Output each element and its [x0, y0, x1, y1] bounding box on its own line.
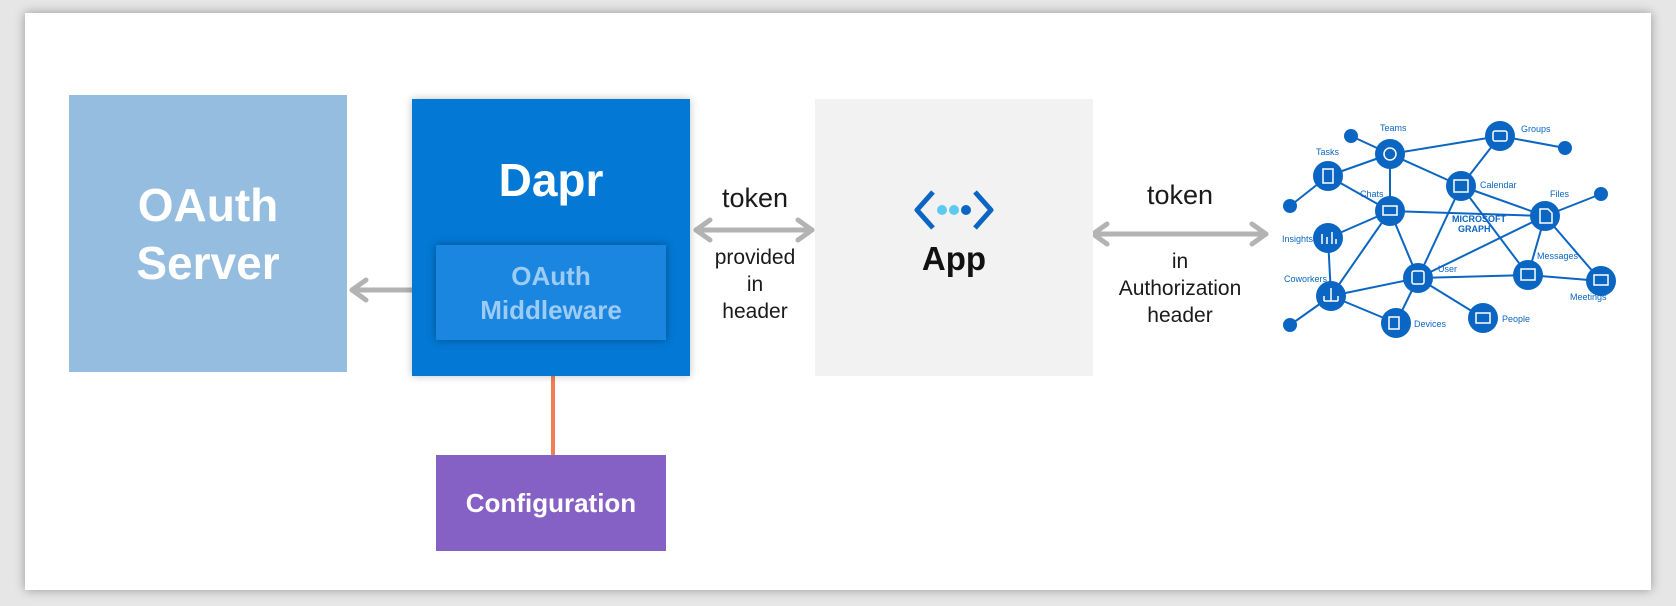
edge-note-line: header: [1147, 304, 1213, 327]
graph-node-people: People: [1502, 314, 1530, 324]
dapr-title: Dapr: [498, 154, 604, 206]
edge-note-line: header: [722, 300, 788, 323]
arrow-dapr-app: [693, 217, 815, 243]
arrow-app-graph: [1090, 221, 1269, 247]
edge-note-app-graph: in Authorization header: [1100, 248, 1260, 329]
graph-node-devices: Devices: [1414, 319, 1447, 329]
graph-node-insights: Insights: [1282, 234, 1314, 244]
oauth-server-box: OAuth Server: [69, 95, 347, 372]
oauth-middleware-label: OAuth Middleware: [480, 260, 622, 325]
graph-title-line1: MICROSOFT: [1452, 214, 1506, 224]
oauth-middleware-box: OAuth Middleware: [436, 245, 666, 340]
configuration-label: Configuration: [465, 487, 637, 518]
token-label-app-graph: token: [1146, 180, 1214, 210]
graph-node-meetings: Meetings: [1570, 292, 1607, 302]
edge-note-line: in: [1171, 250, 1189, 273]
graph-node-tasks: Tasks: [1316, 147, 1340, 157]
graph-node-user: User: [1438, 264, 1457, 274]
graph-node-calendar: Calendar: [1480, 180, 1517, 190]
edge-note-line: in: [746, 273, 764, 296]
edge-note-line: Authorization: [1118, 277, 1242, 300]
graph-node-teams: Teams: [1380, 123, 1407, 133]
edge-note-dapr-app: provided in header: [700, 244, 810, 325]
token-label-dapr-app: token: [721, 183, 789, 213]
app-box: App: [815, 99, 1093, 376]
graph-node-chats: Chats: [1360, 189, 1384, 199]
microsoft-graph-illustration: MICROSOFT GRAPH Teams Groups Tasks Chats…: [1282, 121, 1616, 338]
graph-node-files: Files: [1550, 189, 1570, 199]
graph-node-groups: Groups: [1521, 124, 1551, 134]
configuration-box: Configuration: [436, 455, 666, 551]
oauth-server-label: OAuth Server: [136, 178, 280, 289]
graph-node-messages: Messages: [1537, 251, 1579, 261]
app-icon: [914, 189, 994, 230]
graph-node-coworkers: Coworkers: [1284, 274, 1328, 284]
app-label: App: [921, 239, 987, 277]
graph-title-line2: GRAPH: [1458, 224, 1491, 234]
edge-note-line: provided: [714, 246, 796, 269]
